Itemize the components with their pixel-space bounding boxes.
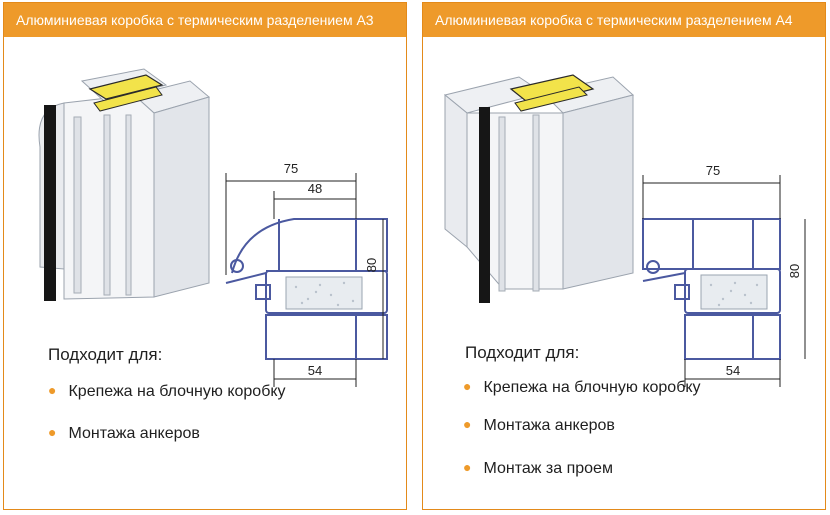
- thermal-insert-section: [700, 274, 768, 310]
- list-item: ●Монтажа анкеров: [48, 424, 200, 442]
- list-item: ●Монтажа анкеров: [463, 416, 615, 434]
- bullet-icon: ●: [463, 459, 472, 475]
- dimension-lines: [642, 175, 806, 387]
- profile-illustration-a3: 75 48 80 54: [38, 68, 388, 387]
- list-item: ●Крепежа на блочную коробку: [463, 378, 701, 396]
- dimension-lines: [225, 173, 384, 387]
- profile-3d-render: [38, 68, 211, 301]
- profile-cross-section: [225, 218, 388, 360]
- dim-inner-width: 48: [308, 181, 322, 196]
- profile-3d-render: [443, 74, 635, 303]
- panel-a4: Алюминиевая коробка с термическим раздел…: [422, 2, 826, 510]
- suitable-for-heading: Подходит для:: [465, 343, 580, 362]
- profile-illustration-a4: 75 80 54: [443, 74, 806, 387]
- dim-total-width: 75: [284, 161, 298, 176]
- list-item: ●Крепежа на блочную коробку: [48, 382, 286, 400]
- panel-title: Алюминиевая коробка с термическим раздел…: [423, 3, 825, 37]
- bullet-icon: ●: [463, 416, 472, 432]
- suitable-for-heading: Подходит для:: [48, 345, 163, 364]
- dim-bottom-width: 54: [726, 363, 740, 378]
- panel-title: Алюминиевая коробка с термическим раздел…: [4, 3, 406, 37]
- dim-height: 80: [364, 258, 379, 272]
- list-item: ●Монтаж за проем: [463, 459, 613, 477]
- panel-a3: Алюминиевая коробка с термическим раздел…: [3, 2, 407, 510]
- dim-height: 80: [787, 264, 802, 278]
- bullet-icon: ●: [463, 378, 472, 394]
- insert-texture: [709, 281, 759, 307]
- thermal-insert-section: [285, 276, 363, 310]
- insert-texture: [294, 281, 355, 307]
- bullet-icon: ●: [48, 382, 57, 398]
- dim-bottom-width: 54: [308, 363, 322, 378]
- dim-total-width: 75: [706, 163, 720, 178]
- bullet-icon: ●: [48, 424, 57, 440]
- profile-cross-section: [642, 218, 781, 360]
